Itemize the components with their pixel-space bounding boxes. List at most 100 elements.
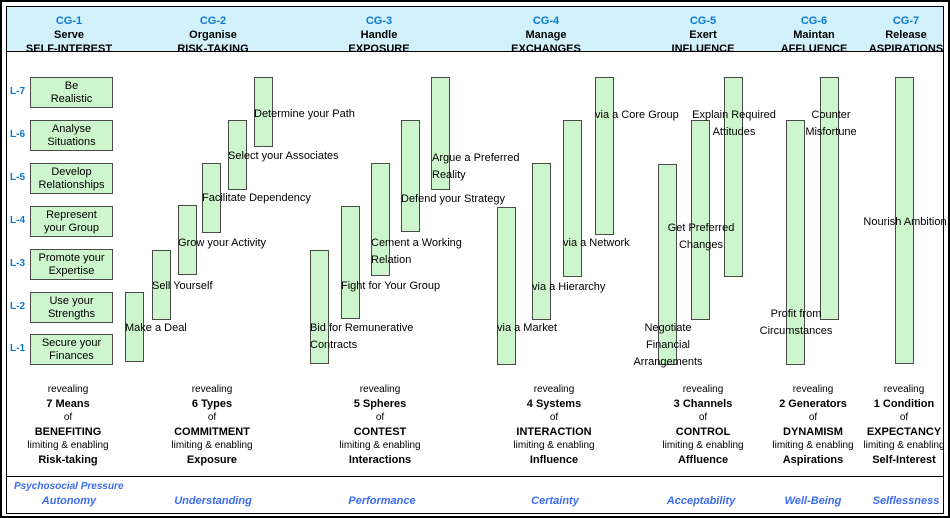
pressure-item-acceptability: Acceptability [666,495,736,507]
header-id-cg-7: CG-7 [892,15,920,27]
header-title-cg-5: Exert [689,29,717,41]
bar-via-a-hierarchy [532,163,551,320]
pressure-title: Psychosocial Pressure [14,481,124,492]
footer-line-revealing: revealing [883,384,925,395]
bar-label-facilitate-dependency: Facilitate Dependency [202,192,311,204]
bar-label-counter-misfortune: Counter Misfortune [805,109,857,138]
footer-line-revealing: revealing [792,384,834,395]
bar-via-a-core-group [595,77,614,235]
footer-line-limiting-enabling: limiting & enabling [339,440,421,451]
pressure-item-performance: Performance [348,495,416,507]
header-title-cg-4: Manage [525,29,567,41]
footer-line-interaction: INTERACTION [516,426,592,438]
footer-line-influence: Influence [529,454,579,466]
footer-line-limiting-enabling: limiting & enabling [662,440,744,451]
level-box-secure-your-finances: Secure your Finances [30,334,113,365]
header-id-cg-6: CG-6 [800,15,828,27]
pressure-item-selflessness: Selflessness [872,495,940,507]
pressure-item-autonomy: Autonomy [41,495,97,507]
level-box-develop-relationships: Develop Relationships [30,163,113,194]
bar-bid-for-remunerative-contracts [310,250,329,364]
pressure-item-well-being: Well-Being [784,495,842,507]
bar-label-nourish-ambition: Nourish Ambition [863,216,947,228]
footer-line-of: of [207,412,217,423]
header-id-cg-2: CG-2 [199,15,227,27]
footer-line-limiting-enabling: limiting & enabling [863,440,945,451]
footer-line-exposure: Exposure [186,454,238,466]
footer-line-1-condition: 1 Condition [873,398,935,410]
footer-line-self-interest: Self-Interest [872,454,936,466]
bar-label-make-a-deal: Make a Deal [125,322,187,334]
level-tag-l-4: L-4 [10,215,25,226]
level-tag-l-6: L-6 [10,129,25,140]
footer-line-6-types: 6 Types [191,398,233,410]
bar-label-grow-your-activity: Grow your Activity [178,237,267,249]
footer-line-revealing: revealing [682,384,724,395]
bar-label-negotiate-financial-arrangements: Negotiate Financial Arrangements [633,322,703,368]
bar-label-explain-required-attitudes: Explain Required Attitudes [692,109,776,138]
level-tag-l-1: L-1 [10,343,25,354]
footer-line-of: of [63,412,73,423]
bar-label-cement-a-working-relation: Cement a Working Relation [371,237,462,266]
footer-line-aspirations: Aspirations [782,454,844,466]
header-title-cg-3: Handle [360,29,398,41]
header-id-cg-4: CG-4 [532,15,560,27]
bar-defend-your-strategy [401,120,420,232]
footer-line-limiting-enabling: limiting & enabling [171,440,253,451]
footer-line-of: of [808,412,818,423]
pressure-band: Psychosocial Pressure Autonomy Understand… [6,476,944,514]
bar-label-via-a-hierarchy: via a Hierarchy [532,281,606,293]
bar-argue-a-preferred-reality [431,77,450,190]
footer-line-of: of [899,412,909,423]
level-tag-l-2: L-2 [10,301,25,312]
bar-counter-misfortune [820,77,839,320]
level-box-promote-your-expertise: Promote your Expertise [30,249,113,280]
footer-line-of: of [375,412,385,423]
header-id-cg-3: CG-3 [365,15,393,27]
bar-label-profit-from-circumstances: Profit from Circumstances [759,308,833,337]
footer-line-risk-taking: Risk-taking [38,454,98,466]
header-title-cg-1: Serve [54,29,84,41]
pressure-item-understanding: Understanding [174,495,252,507]
footer-line-of: of [549,412,559,423]
bar-cement-a-working-relation [371,163,390,276]
bar-label-via-a-network: via a Network [563,237,630,249]
header-title-cg-6: Maintan [793,29,835,41]
bar-label-fight-for-your-group: Fight for Your Group [341,280,441,292]
bar-facilitate-dependency [202,163,221,233]
bar-negotiate-financial-arrangements [658,164,677,365]
level-tag-l-7: L-7 [10,86,25,97]
bar-label-determine-your-path: Determine your Path [254,108,355,120]
footer-line-commitment: COMMITMENT [174,426,250,438]
bar-sell-yourself [152,250,171,320]
bar-label-select-your-associates: Select your Associates [228,150,339,162]
footer-line-3-channels: 3 Channels [673,398,733,410]
footer-line-affluence: Affluence [677,454,729,466]
footer-line-revealing: revealing [533,384,575,395]
level-tag-l-3: L-3 [10,258,25,269]
bar-label-bid-for-remunerative-contracts: Bid for Remunerative Contracts [310,322,414,351]
bar-get-preferred-changes [691,120,710,320]
bar-explain-required-attitudes [724,77,743,277]
header-id-cg-5: CG-5 [689,15,717,27]
bar-make-a-deal [125,292,144,362]
bar-grow-your-activity [178,205,197,275]
bar-label-defend-your-strategy: Defend your Strategy [401,193,505,205]
footer-line-contest: CONTEST [353,426,407,438]
bar-determine-your-path [254,77,273,147]
bar-label-via-a-market: via a Market [497,322,557,334]
pressure-item-certainty: Certainty [531,495,579,507]
footer-line-revealing: revealing [47,384,89,395]
footer-line-limiting-enabling: limiting & enabling [772,440,854,451]
footer-line-4-systems: 4 Systems [526,398,582,410]
